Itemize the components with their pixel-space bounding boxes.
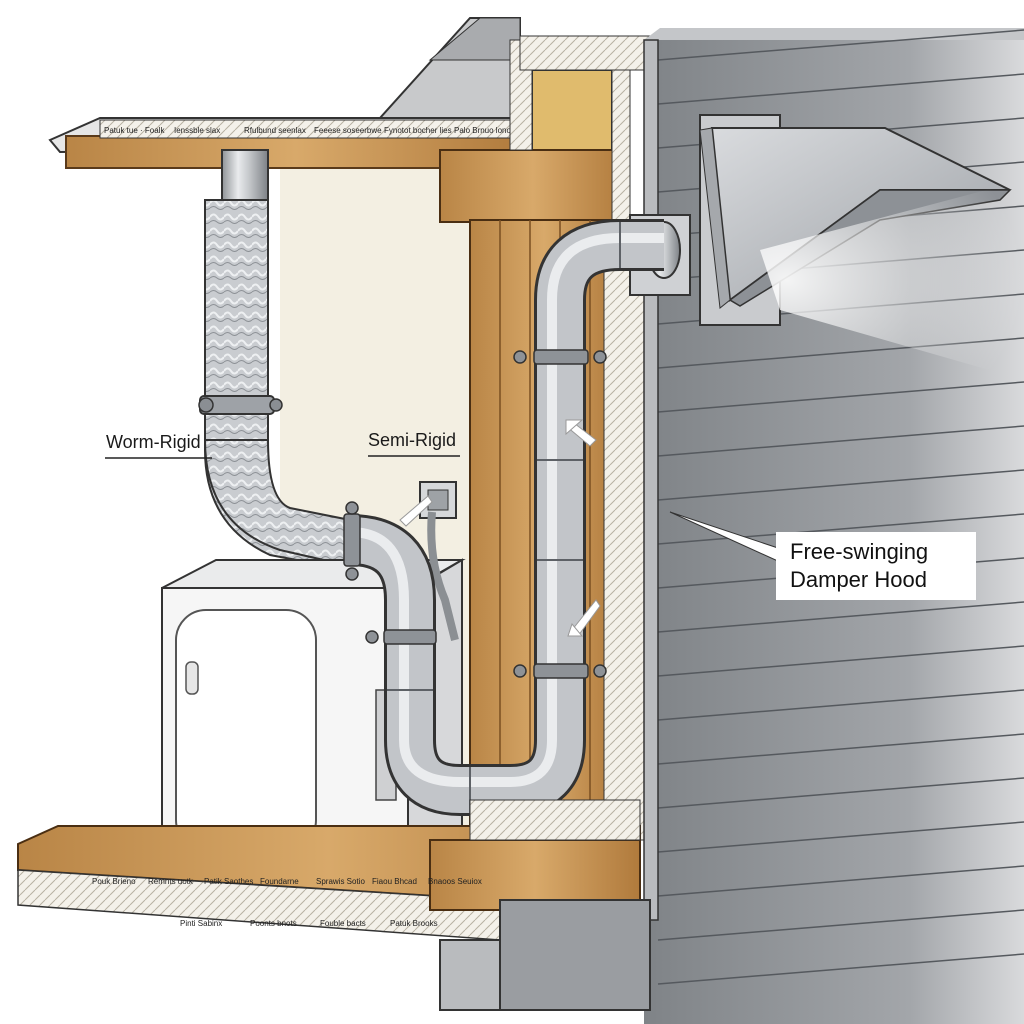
damper-hood-label-line1: Free-swinging [790,539,929,564]
insulation-print-text: Bnaoos Seuiox [428,877,482,886]
siding-board-line [657,689,1024,721]
siding-board-line [657,469,1024,501]
hose-clamp-icon [198,395,283,415]
siding-board-line [657,381,1024,413]
siding-board-line [657,513,1024,545]
insulation-print-text: Poonts bnots [250,919,297,928]
siding-edge-trim [643,39,659,921]
damper-hood-label-line2: Damper Hood [790,567,927,592]
siding-board-line [657,29,1024,61]
insulation-print-text: Feeese soseerbwe [314,126,382,135]
flex-duct-label: Worm-Rigid [106,432,201,452]
wall-header [439,149,627,223]
insulation-print-text: Fiaou Bhcad [372,877,417,886]
insulation-print-text: Fynotot bocher lies [384,126,452,135]
siding-board-line [657,73,1024,105]
arrow-icon [399,419,601,637]
insulation-print-text: Patuk Brooks [390,919,438,928]
semi-rigid-label: Semi-Rigid [368,430,457,450]
insulation-print-text: Sprawis Sotio [316,877,365,886]
top-plate [519,35,651,71]
insulation-print-text: Patuk tue · Foalk [104,126,165,135]
floor-platform [17,799,651,1011]
siding-board-line [657,909,1024,941]
duct-clamps [343,349,607,679]
siding-board-line [657,953,1024,985]
siding-board-line [657,733,1024,765]
insulation-print-text: Pinti Sabinx [180,919,222,928]
damper-hood-label: Free-swinging Damper Hood [776,532,976,600]
siding-board-line [657,601,1024,633]
siding-board-line [657,865,1024,897]
rigid-duct [348,219,664,816]
insulation-print-text: Fouble bacts [320,919,366,928]
damper-hood-icon [699,114,1024,380]
insulation-print-text: Palo Brnuo lonofoe [454,126,523,135]
siding-board-line [657,777,1024,809]
insulation-print-text: Pouk Brieno [92,877,136,886]
roof-insulation-print: Patuk tue · Foalk Ienssble slax Rfulbund s… [104,126,523,135]
semi-rigid-connector [419,481,459,641]
floor-insulation-print: Pouk Brieno Remnts uotk Patik Saothes Found… [92,877,482,928]
insulation-print-text: Ienssble slax [174,126,220,135]
siding-board-line [657,821,1024,853]
insulation-print-text: Foundarne [260,877,299,886]
insulation-print-text: Remnts uotk [148,877,194,886]
wall-insulation-column [603,219,645,841]
siding-board-line [657,645,1024,677]
insulation-print-text: Patik Saothes [204,877,253,886]
roof-overhang [48,17,527,169]
insulation-print-text: Rfulbund seenlax [244,126,306,135]
siding-board-line [657,425,1024,457]
